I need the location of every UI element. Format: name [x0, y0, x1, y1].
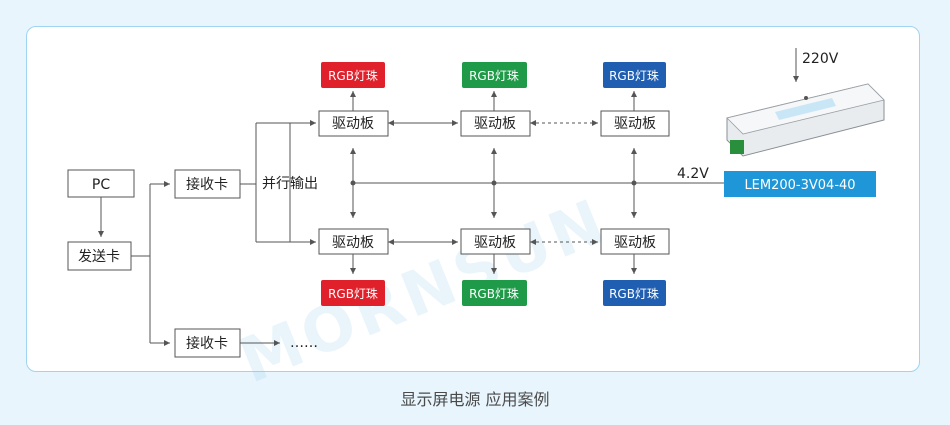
driver-board-bottom-1: 驱动板 — [318, 228, 389, 255]
watermark-text: MORNSUN — [229, 184, 617, 397]
connectors — [98, 48, 799, 346]
power-model-label: LEM200-3V04-40 — [744, 178, 855, 193]
driver-board-top-2: 驱动板 — [460, 110, 531, 137]
pc-node: PC — [67, 169, 135, 198]
sender-card-node: 发送卡 — [67, 241, 132, 271]
rgb-led-label: RGB灯珠 — [328, 287, 378, 301]
rgb-led-label: RGB灯珠 — [609, 287, 659, 301]
rgb-led-green-top: RGB灯珠 — [462, 62, 527, 88]
receiver-card-node-1: 接收卡 — [174, 169, 241, 199]
driver-board-label: 驱动板 — [332, 235, 374, 251]
rgb-led-label: RGB灯珠 — [469, 69, 519, 83]
driver-board-label: 驱动板 — [474, 116, 516, 132]
rgb-led-red-bottom: RGB灯珠 — [321, 280, 385, 306]
driver-board-bottom-3: 驱动板 — [600, 228, 670, 255]
driver-board-top-3: 驱动板 — [600, 110, 670, 137]
ellipsis-label: …… — [290, 335, 318, 351]
receiver-card-label: 接收卡 — [186, 335, 228, 352]
rgb-led-label: RGB灯珠 — [609, 69, 659, 83]
rgb-led-green-bottom: RGB灯珠 — [462, 280, 527, 306]
pc-label: PC — [92, 177, 110, 193]
receiver-card-label: 接收卡 — [186, 176, 228, 193]
rgb-led-label: RGB灯珠 — [469, 287, 519, 301]
receiver-card-node-2: 接收卡 — [174, 328, 241, 358]
parallel-output-label: 并行输出 — [262, 176, 318, 192]
power-model-tag: LEM200-3V04-40 — [724, 171, 876, 197]
rgb-led-red-top: RGB灯珠 — [321, 62, 385, 88]
caption: 显示屏电源 应用案例 — [400, 390, 550, 409]
sender-card-label: 发送卡 — [78, 249, 120, 265]
rgb-led-label: RGB灯珠 — [328, 69, 378, 83]
driver-board-label: 驱动板 — [614, 116, 656, 132]
rgb-led-blue-top: RGB灯珠 — [603, 62, 666, 88]
power-supply-image — [726, 83, 885, 157]
driver-board-label: 驱动板 — [614, 235, 656, 251]
rgb-led-blue-bottom: RGB灯珠 — [603, 280, 666, 306]
output-voltage-label: 4.2V — [677, 166, 709, 182]
input-voltage-label: 220V — [802, 51, 839, 67]
driver-board-bottom-2: 驱动板 — [460, 228, 531, 255]
driver-board-label: 驱动板 — [332, 116, 374, 132]
driver-board-label: 驱动板 — [474, 235, 516, 251]
driver-board-top-1: 驱动板 — [318, 110, 389, 137]
